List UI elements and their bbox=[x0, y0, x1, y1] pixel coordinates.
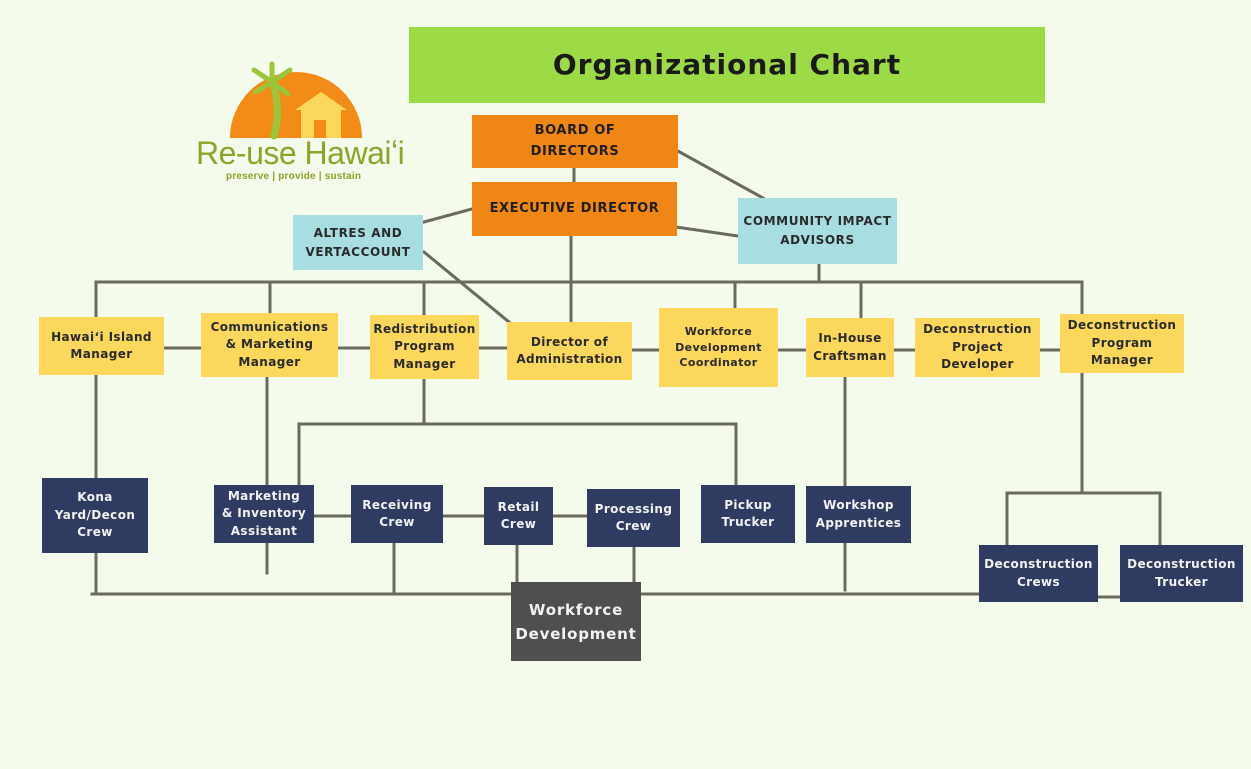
kona-yard-decon-crew-node: Kona Yard/Decon Crew bbox=[42, 478, 148, 553]
deconstruction-program-manager-node: Deconstruction Program Manager bbox=[1060, 314, 1184, 373]
deconstruction-crews-node: Deconstruction Crews bbox=[979, 545, 1098, 602]
deconstruction-project-developer-node: Deconstruction Project Developer bbox=[915, 318, 1040, 377]
deconstruction-trucker-node: Deconstruction Trucker bbox=[1120, 545, 1243, 602]
community-impact-advisors-node: COMMUNITY IMPACT ADVISORS bbox=[738, 198, 897, 264]
workshop-apprentices-node: Workshop Apprentices bbox=[806, 486, 911, 543]
hawaii-island-manager-node: Hawaiʻi Island Manager bbox=[39, 317, 164, 375]
pickup-trucker-node: Pickup Trucker bbox=[701, 485, 795, 543]
workforce-development-node: Workforce Development bbox=[511, 582, 641, 661]
retail-crew-node: Retail Crew bbox=[484, 487, 553, 545]
in-house-craftsman-node: In-House Craftsman bbox=[806, 318, 894, 377]
logo-name: Re-use Hawaiʻi bbox=[196, 135, 405, 171]
page-title: Organizational Chart bbox=[409, 27, 1045, 103]
executive-director-node: EXECUTIVE DIRECTOR bbox=[472, 182, 677, 236]
board-of-directors-node: BOARD OF DIRECTORS bbox=[472, 115, 678, 168]
marketing-inventory-assistant-node: Marketing & Inventory Assistant bbox=[214, 485, 314, 543]
workforce-development-coordinator-node: Workforce Development Coordinator bbox=[659, 308, 778, 387]
director-of-administration-node: Director of Administration bbox=[507, 322, 632, 380]
receiving-crew-node: Receiving Crew bbox=[351, 485, 443, 543]
redistribution-program-manager-node: Redistribution Program Manager bbox=[370, 315, 479, 379]
altres-vertaccount-node: ALTRES AND VERTACCOUNT bbox=[293, 215, 423, 270]
communications-marketing-manager-node: Communications & Marketing Manager bbox=[201, 313, 338, 377]
logo-icon bbox=[230, 61, 362, 140]
processing-crew-node: Processing Crew bbox=[587, 489, 680, 547]
logo-tagline: preserve | provide | sustain bbox=[226, 171, 362, 182]
